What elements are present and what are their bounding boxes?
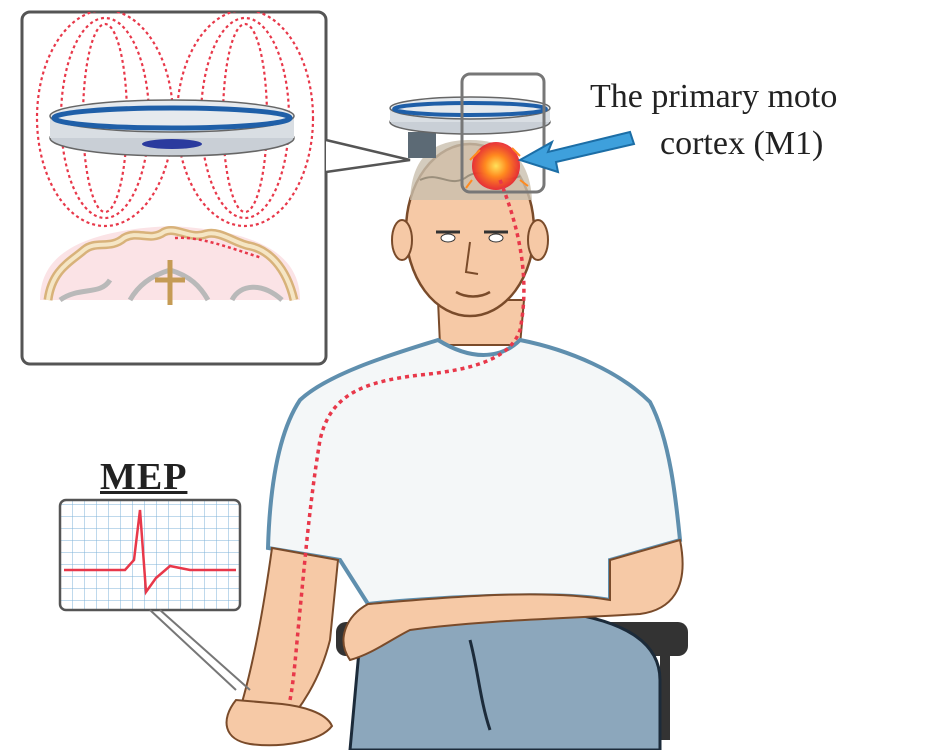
m1-label-line1: The primary moto bbox=[590, 78, 837, 116]
pointer-arrow-icon bbox=[520, 132, 634, 172]
mep-panel bbox=[60, 500, 250, 690]
m1-label-line2: cortex (M1) bbox=[660, 125, 823, 163]
tms-coil-icon bbox=[50, 100, 294, 156]
mep-label: MEP bbox=[100, 455, 187, 499]
inset-panel bbox=[22, 10, 326, 364]
inset-callout-pointer bbox=[326, 140, 410, 172]
